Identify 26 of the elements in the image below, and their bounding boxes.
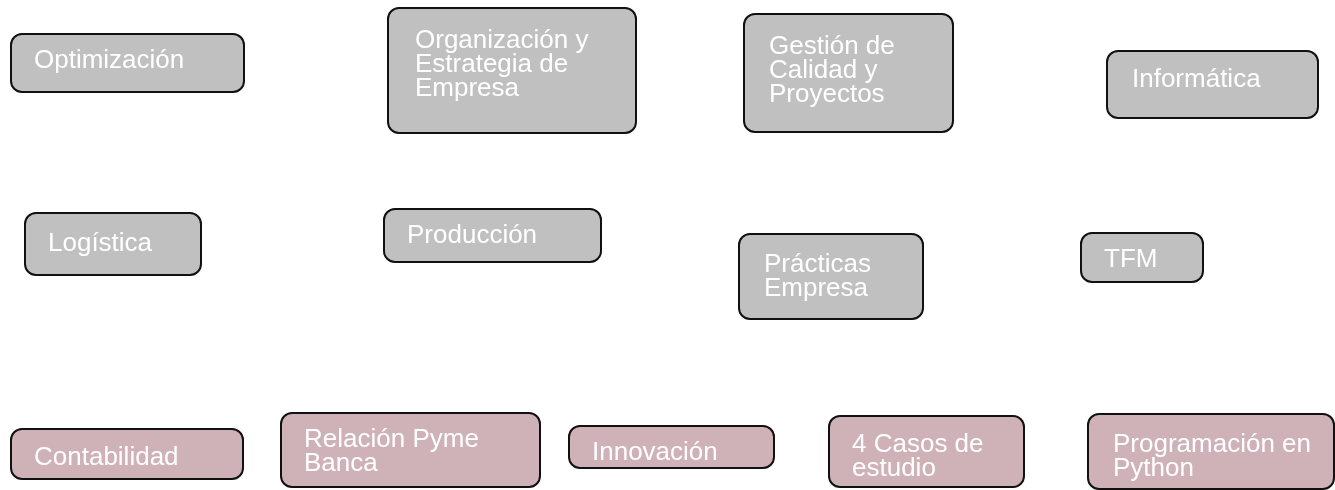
topic-box bbox=[568, 425, 775, 469]
topic-label: Logística bbox=[48, 230, 154, 254]
topic-label: 4 Casos de estudio bbox=[852, 431, 985, 479]
topic-label: Gestión de Calidad y Proyectos bbox=[769, 33, 896, 105]
topic-label: Organización y Estrategia de Empresa bbox=[415, 27, 590, 99]
topic-label: Producción bbox=[407, 222, 539, 246]
topic-box bbox=[10, 33, 245, 93]
topic-label: Innovación bbox=[592, 439, 719, 463]
topic-box bbox=[738, 233, 924, 320]
topic-label: Optimización bbox=[34, 47, 186, 71]
topic-box bbox=[383, 208, 602, 263]
topic-label: Programación en Python bbox=[1113, 431, 1312, 479]
topic-box bbox=[1106, 50, 1319, 119]
topic-label: Contabilidad bbox=[34, 444, 180, 468]
topic-box bbox=[743, 13, 954, 133]
topic-box bbox=[1087, 413, 1335, 490]
topic-label: Informática bbox=[1132, 66, 1262, 90]
topic-box bbox=[24, 212, 202, 276]
topic-label: Prácticas Empresa bbox=[764, 251, 872, 299]
topic-label: TFM bbox=[1104, 246, 1159, 270]
topic-box bbox=[10, 428, 244, 480]
topic-label: Relación Pyme Banca bbox=[304, 426, 480, 474]
topic-box bbox=[828, 415, 1025, 488]
topic-box bbox=[280, 412, 541, 488]
topic-box bbox=[387, 7, 637, 134]
topic-box bbox=[1080, 232, 1204, 283]
